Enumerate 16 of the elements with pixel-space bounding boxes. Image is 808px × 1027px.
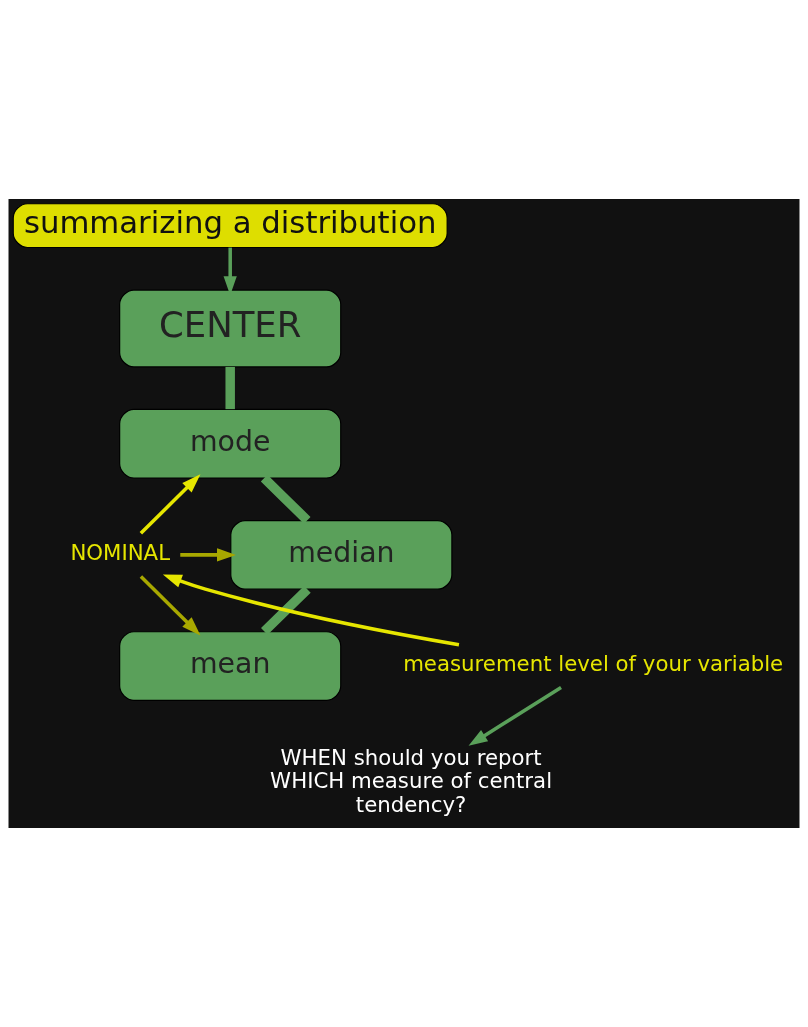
- connector: [225, 366, 235, 410]
- node-box: summarizing a distribution: [12, 203, 448, 249]
- arrow: [468, 685, 562, 746]
- node-text: WHEN should you report WHICH measure of central tendency?: [270, 744, 553, 817]
- arrow: [139, 474, 201, 535]
- node-box: mean: [119, 631, 342, 701]
- arrow: [180, 548, 236, 562]
- arrow: [139, 575, 201, 636]
- node-text: measurement level of your variable: [403, 651, 784, 677]
- connector: [260, 474, 311, 524]
- node-box: mode: [119, 408, 342, 479]
- node-text: NOMINAL: [70, 540, 171, 566]
- node-box: CENTER: [119, 289, 342, 368]
- node-box: median: [230, 520, 453, 590]
- arrow: [162, 574, 460, 647]
- connector: [261, 585, 311, 635]
